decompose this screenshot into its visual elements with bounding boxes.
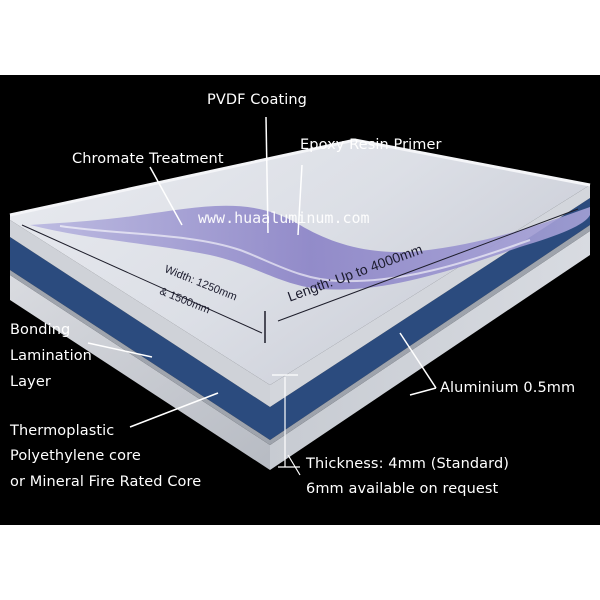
- right-skin-seam: [270, 225, 590, 445]
- panel-illustration: [9, 116, 591, 476]
- thickness-label-line1: Thickness: 4mm (Standard): [306, 456, 510, 472]
- pvdf-coating-label: PVDF Coating: [207, 92, 307, 108]
- core-label-line3: or Mineral Fire Rated Core: [10, 474, 202, 490]
- core-label-line1: Thermoplastic: [10, 423, 115, 439]
- thickness-label-line2: 6mm available on request: [306, 481, 499, 497]
- epoxy-primer-label: Epoxy Resin Primer: [300, 137, 442, 153]
- bonding-label-line3: Layer: [10, 374, 51, 390]
- width-dimension-line: [21, 224, 263, 334]
- thickness-leader: [287, 454, 301, 476]
- left-bottom-skin: [10, 275, 270, 470]
- core-leader: [129, 392, 219, 428]
- right-bottom-skin: [270, 231, 590, 470]
- aluminium-leader-b: [409, 387, 437, 396]
- aluminium-leader-a: [399, 332, 437, 389]
- left-top-skin: [10, 220, 270, 407]
- coating-highlight: [59, 225, 531, 283]
- coating-swirl: [30, 205, 590, 290]
- chromate-treatment-label: Chromate Treatment: [72, 151, 224, 167]
- diagram-frame: PVDF Coating Epoxy Resin Primer Chromate…: [0, 75, 600, 525]
- bonding-label-line1: Bonding: [10, 322, 71, 338]
- aluminium-label: Aluminium 0.5mm: [440, 380, 576, 396]
- chromate-leader: [149, 166, 183, 226]
- bonding-label-line2: Lamination: [10, 348, 92, 364]
- top-edge: [9, 138, 591, 217]
- epoxy-leader: [297, 164, 303, 236]
- length-dimension-line: [277, 208, 579, 322]
- bonding-leader: [87, 342, 153, 358]
- left-core: [10, 237, 270, 440]
- watermark-text: www.huaaluminum.com: [198, 209, 370, 227]
- right-core: [270, 198, 590, 440]
- core-label-line2: Polyethylene core: [10, 448, 141, 464]
- pvdf-leader: [265, 116, 269, 234]
- left-bottom-skin-top: [10, 270, 270, 445]
